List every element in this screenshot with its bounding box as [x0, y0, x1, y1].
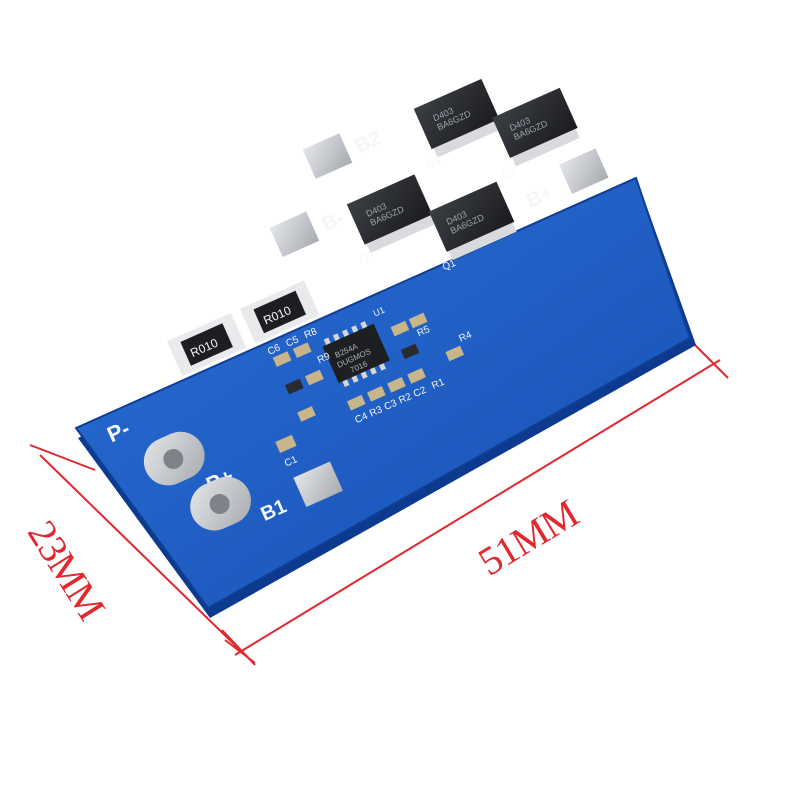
svg-text:B2: B2 [352, 127, 384, 158]
length-dimension-line [234, 359, 721, 656]
designator-u1: U1 [372, 305, 387, 319]
mosfet-q4: D403BA6GZD Q4 [492, 87, 580, 181]
designator-r9: R9 [316, 351, 333, 366]
designator-r8: R8 [303, 326, 320, 341]
designator-c3: C3 [383, 398, 400, 413]
designator-c2: C2 [412, 385, 429, 400]
shunt-resistor-1: R010 [166, 312, 247, 377]
designator-q3: Q3 [426, 155, 443, 171]
designator-c4: C4 [353, 411, 370, 426]
pad-p-minus [143, 431, 205, 486]
protection-ic: B254A DUGMOS 7016 U1 [322, 305, 390, 387]
mosfet-q3: D403BA6GZD Q3 [413, 78, 502, 171]
designator-r5: R5 [416, 324, 433, 339]
mosfet-q1: D403BA6GZD Q1 [428, 181, 517, 274]
width-tick-top [29, 444, 96, 471]
designator-r4: R4 [457, 329, 474, 344]
designator-q2: Q2 [359, 250, 376, 266]
pad-b-minus: B- [269, 207, 347, 258]
designator-q4: Q4 [500, 165, 517, 181]
pad-b2: B2 [302, 127, 384, 179]
designator-r2: R2 [397, 391, 414, 406]
designator-c6: C6 [266, 342, 283, 357]
width-dimension-line [39, 454, 241, 651]
length-tick-right [689, 339, 729, 379]
length-tick-left [221, 629, 256, 666]
designator-r3: R3 [368, 404, 385, 419]
shunt-resistor-2: R010 [240, 280, 320, 344]
board-content: P- P+ R010 R010 B254 [103, 78, 609, 531]
mosfet-q2: D403BA6GZD Q2 [346, 174, 435, 266]
dimension-lines [29, 339, 729, 666]
designator-q1: Q1 [441, 258, 458, 274]
designator-c1: C1 [283, 454, 300, 469]
svg-text:B+: B+ [523, 182, 556, 213]
designator-r1: R1 [430, 376, 447, 391]
pad-p-plus [190, 476, 251, 531]
small-passives [272, 312, 465, 454]
designator-c5: C5 [284, 334, 301, 349]
svg-text:B-: B- [319, 207, 347, 236]
